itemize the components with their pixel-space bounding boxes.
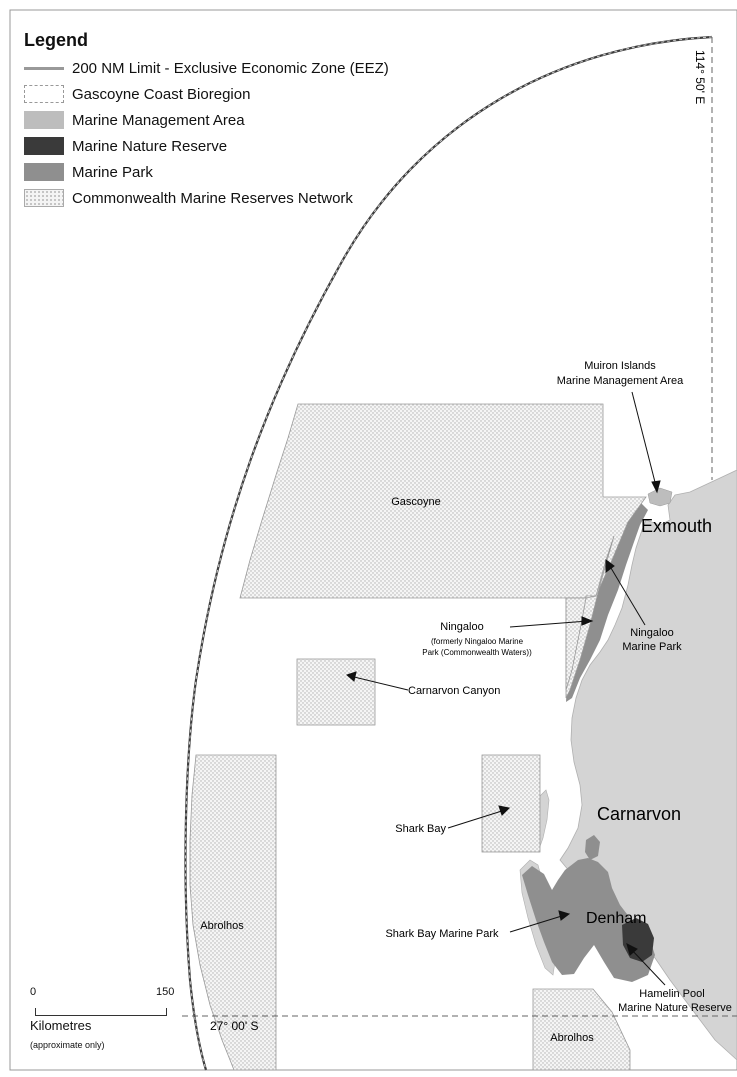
scale-end: 150 [156, 986, 175, 998]
shark-bay-leader [447, 809, 506, 829]
muiron-islands-mma [647, 487, 673, 507]
shark-bay-inner-park [585, 835, 600, 860]
hamelin-arrowhead [626, 943, 638, 956]
label-ningaloo-cw-note1: (formerly Ningaloo Marine [431, 637, 524, 646]
legend-label: Gascoyne Coast Bioregion [72, 85, 251, 103]
eez-line-icon [24, 66, 64, 70]
muiron-arrowhead [651, 480, 661, 494]
muiron-leader [631, 391, 658, 491]
shark-bay-mp-leader [509, 914, 566, 933]
scale-bar-line [35, 1008, 167, 1016]
mid-grey-swatch-icon [24, 163, 64, 181]
label-ningaloo-cw-title: Ningaloo [440, 621, 483, 633]
ningaloo-commonwealth-strip [565, 597, 587, 691]
scale-bar: 0 150 [30, 986, 190, 1016]
scale-units: Kilometres [30, 1018, 92, 1033]
carnarvon-canyon-arrowhead [346, 671, 357, 682]
legend-item-bioregion: Gascoyne Coast Bioregion [24, 81, 464, 107]
label-carnarvon: Carnarvon [597, 804, 681, 824]
legend-item-marine-park: Marine Park [24, 159, 464, 185]
map-frame [9, 9, 737, 1071]
eez-limit-line-highlight [184, 36, 713, 1071]
label-ningaloo-cw-note2: Park (Commonwealth Waters)) [422, 648, 532, 657]
dotted-hatch-swatch-icon [24, 189, 64, 207]
light-grey-swatch-icon [24, 111, 64, 129]
scale-note: (approximate only) [30, 1040, 105, 1050]
carnarvon-canyon-reserve [296, 658, 376, 726]
shark-bay-marine-park [522, 858, 655, 982]
scale-labels: 0 150 [30, 986, 190, 1002]
abrolhos-south-reserve [532, 988, 631, 1071]
dark-grey-swatch-icon [24, 137, 64, 155]
shark-bay-reserve [481, 754, 541, 853]
legend-label: Marine Park [72, 163, 153, 181]
label-gascoyne: Gascoyne [391, 496, 441, 508]
shark-bay-arrowhead [498, 805, 511, 816]
dashed-box-icon [24, 85, 64, 103]
label-latitude: 27° 00' S [210, 1019, 258, 1033]
legend: Legend 200 NM Limit - Exclusive Economic… [24, 30, 464, 211]
gascoyne-reserve [239, 403, 647, 599]
abrolhos-west-reserve [189, 754, 277, 1071]
label-shark-bay: Shark Bay [395, 823, 446, 835]
legend-item-commonwealth-reserves: Commonwealth Marine Reserves Network [24, 185, 464, 211]
label-abrolhos-south: Abrolhos [550, 1032, 594, 1044]
shark-bay-mp-arrowhead [558, 910, 571, 921]
ningaloo-cw-arrowhead [581, 616, 594, 626]
legend-item-marine-nature-reserve: Marine Nature Reserve [24, 133, 464, 159]
ningaloo-mp-arrowhead [605, 559, 615, 573]
label-ningaloo-mp-line2: Marine Park [622, 641, 682, 653]
ningaloo-mp-leader [607, 562, 646, 626]
legend-item-marine-management-area: Marine Management Area [24, 107, 464, 133]
legend-label: Commonwealth Marine Reserves Network [72, 189, 353, 207]
label-abrolhos-west: Abrolhos [200, 920, 244, 932]
label-muiron-line2: Marine Management Area [557, 375, 684, 387]
legend-title: Legend [24, 30, 89, 50]
ningaloo-marine-park [566, 502, 648, 702]
label-exmouth: Exmouth [641, 516, 712, 536]
label-carnarvon-canyon: Carnarvon Canyon [408, 685, 500, 697]
label-longitude: 114° 50' E [693, 50, 707, 104]
label-hamelin-line2: Marine Nature Reserve [618, 1002, 732, 1014]
label-hamelin-line1: Hamelin Pool [639, 988, 704, 1000]
legend-label: Marine Management Area [72, 111, 245, 129]
carnarvon-canyon-leader [349, 675, 409, 691]
label-shark-bay-mp: Shark Bay Marine Park [385, 928, 499, 940]
scale-start: 0 [30, 986, 37, 998]
ningaloo-cw-leader [509, 620, 589, 628]
label-ningaloo-mp-line1: Ningaloo [630, 627, 673, 639]
legend-label: 200 NM Limit - Exclusive Economic Zone (… [72, 59, 389, 77]
hamelin-leader [629, 947, 666, 986]
label-denham: Denham [586, 910, 646, 927]
legend-item-eez: 200 NM Limit - Exclusive Economic Zone (… [24, 55, 464, 81]
label-muiron-line1: Muiron Islands [584, 360, 656, 372]
legend-label: Marine Nature Reserve [72, 137, 228, 155]
